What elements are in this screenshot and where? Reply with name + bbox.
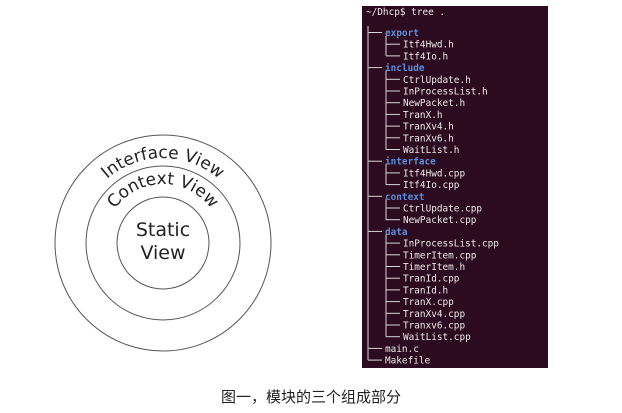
context-view-label: Context View — [103, 169, 222, 212]
tree-file: CtrlUpdate.h — [403, 75, 471, 86]
tree-file: TranXv6.h — [403, 133, 454, 144]
static-view-label-line1: Static — [136, 219, 190, 241]
static-view-ring — [116, 196, 210, 290]
tree-file: Makefile — [385, 356, 431, 367]
tree-file: Itf4Io.cpp — [403, 180, 460, 191]
tree-dir-include: include — [385, 63, 425, 74]
tree-file: TranX.cpp — [403, 297, 454, 308]
tree-file: Itf4Hwd.cpp — [403, 168, 465, 179]
tree-file: NewPacket.cpp — [403, 215, 477, 226]
tree-file: Tranxv6.cpp — [403, 321, 465, 332]
tree-file: Itf4Io.h — [403, 51, 448, 62]
tree-file: TranXv4.h — [403, 122, 454, 133]
tree-file: TimerItem.h — [403, 262, 465, 273]
tree-file: TranXv4.cpp — [403, 309, 465, 320]
tree-file: main.c — [385, 344, 419, 355]
tree-file: TranId.cpp — [403, 274, 460, 285]
tree-file: InProcessList.h — [403, 87, 488, 98]
tree-file: TranX.h — [403, 110, 443, 121]
tree-file: WaitList.cpp — [403, 332, 471, 343]
terminal-prompt: ~/Dhcp$ tree . — [366, 7, 446, 18]
context-view-ring — [85, 165, 241, 321]
interface-view-ring — [54, 134, 272, 352]
static-view-label-line2: View — [140, 242, 185, 264]
tree-file: WaitList.h — [403, 145, 459, 156]
view-layers-diagram: Interface View Context View Static View — [54, 134, 272, 352]
tree-file: CtrlUpdate.cpp — [403, 204, 482, 215]
tree-file: TimerItem.cpp — [403, 250, 477, 261]
tree-file: NewPacket.h — [403, 98, 465, 109]
tree-dir-interface: interface — [385, 157, 436, 168]
tree-dir-export: export — [385, 28, 419, 39]
tree-dir-data: data — [385, 227, 408, 238]
tree-file: Itf4Hwd.h — [403, 40, 454, 51]
figure-caption: 图一，模块的三个组成部分 — [220, 388, 401, 406]
tree-dir-context: context — [385, 192, 425, 203]
tree-output: exportItf4Hwd.hItf4Io.hincludeCtrlUpdate… — [367, 26, 499, 367]
tree-file: TranId.h — [403, 285, 448, 296]
tree-file: InProcessList.cpp — [403, 239, 499, 250]
